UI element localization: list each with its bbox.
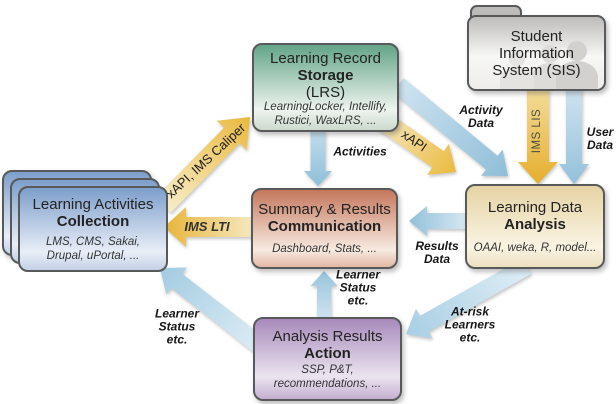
label-ims-lti: IMS LTI xyxy=(184,218,230,234)
box-analysis-results-action: Analysis Results Action SSP, P&T, recomm… xyxy=(253,317,402,401)
summary-subtitle: Dashboard, Stats, ... xyxy=(272,243,377,256)
label-activity-data-line1: Activity xyxy=(459,103,503,118)
label-results-data-line1: Results xyxy=(415,239,459,254)
analysis-title-line2: Analysis xyxy=(504,216,566,234)
sis-title-line1: Student xyxy=(510,28,563,45)
arrow-learner-status-up xyxy=(310,271,338,318)
person-silhouette-icon xyxy=(500,67,534,89)
action-title-line1: Analysis Results xyxy=(272,328,383,345)
box-summary-results-communication: Summary & Results Communication Dashboar… xyxy=(251,188,398,269)
person-silhouette-icon xyxy=(541,45,559,63)
action-subtitle-line1: SSP, P&T, xyxy=(301,364,354,377)
label-activities: Activities xyxy=(333,144,387,159)
arrow-ims-lti xyxy=(164,207,253,247)
lrs-subtitle-line1: LearningLocker, Intellify, xyxy=(263,101,388,114)
label-at-risk-line1: At-risk xyxy=(450,304,490,319)
analysis-subtitle: OAAI, weka, R, model... xyxy=(473,242,597,255)
label-activity-data: Activity Data xyxy=(459,104,502,130)
label-results-data-line2: Data xyxy=(423,252,451,266)
label-learner-status-up-line1: Learner xyxy=(335,267,381,282)
lrs-title-line1: Learning Record xyxy=(270,50,381,67)
label-user-data: User Data xyxy=(587,126,614,152)
label-at-risk-learners: At-risk Learners etc. xyxy=(444,304,496,345)
collection-subtitle-line2: Drupal, uPortal, ... xyxy=(46,249,140,262)
arrow-xapi-caliper xyxy=(155,117,250,213)
arrow-results-data xyxy=(409,206,468,236)
arrow-at-risk xyxy=(406,258,532,339)
lrs-title-line2: Storage xyxy=(297,67,354,85)
label-activity-data-line2: Data xyxy=(467,116,495,130)
label-results-data: Results Data xyxy=(415,240,458,266)
action-subtitle-line2: recommendations, ... xyxy=(273,377,382,390)
arrow-activity-data xyxy=(392,78,508,176)
label-learner-status-up-line2: Status xyxy=(339,280,377,295)
label-learner-status-up: Learner Status etc. xyxy=(335,267,381,308)
label-learner-status-left-line2: Status xyxy=(158,319,196,334)
person-silhouette-icon xyxy=(556,61,598,89)
label-learner-status-up-line3: etc. xyxy=(347,293,369,308)
summary-title-line2: Communication xyxy=(267,218,382,236)
lrs-subtitle-line2: Rustici, WaxLRS, ... xyxy=(274,114,377,127)
collection-title-line2: Collection xyxy=(56,213,130,231)
arrow-ims-lis xyxy=(518,88,558,184)
label-learner-status-left-line3: etc. xyxy=(166,332,188,347)
label-user-data-line1: User xyxy=(586,125,614,140)
box-student-information-system: Student Information System (SIS) xyxy=(467,15,606,91)
collection-title-line1: Learning Activities xyxy=(32,196,154,213)
label-ims-lis: IMS LIS xyxy=(530,108,543,154)
label-at-risk-line3: etc. xyxy=(459,330,481,345)
lrs-title-line3: (LRS) xyxy=(305,84,346,102)
label-user-data-line2: Data xyxy=(586,138,613,152)
arrow-learner-status-left xyxy=(160,267,264,352)
action-title-line2: Action xyxy=(304,345,351,363)
analysis-title-line1: Learning Data xyxy=(487,199,583,216)
person-silhouette-icon xyxy=(509,51,525,67)
box-learning-record-storage: Learning Record Storage (LRS) LearningLo… xyxy=(252,43,399,132)
arrow-user-data xyxy=(559,88,589,184)
sis-title-line2: Information xyxy=(498,45,575,63)
label-at-risk-line2: Learners xyxy=(444,317,496,332)
summary-title-line1: Summary & Results xyxy=(258,201,391,218)
arrow-activities xyxy=(304,130,332,186)
sis-title-line3: System (SIS) xyxy=(492,62,581,80)
label-learner-status-left: Learner Status etc. xyxy=(154,306,200,347)
collection-subtitle-line1: LMS, CMS, Sakai, xyxy=(46,236,140,249)
box-learning-data-analysis: Learning Data Analysis OAAI, weka, R, mo… xyxy=(465,184,605,269)
label-learner-status-left-line1: Learner xyxy=(154,306,200,321)
box-learning-activities-collection: Learning Activities Collection LMS, CMS,… xyxy=(18,186,168,272)
person-silhouette-icon xyxy=(567,41,587,61)
